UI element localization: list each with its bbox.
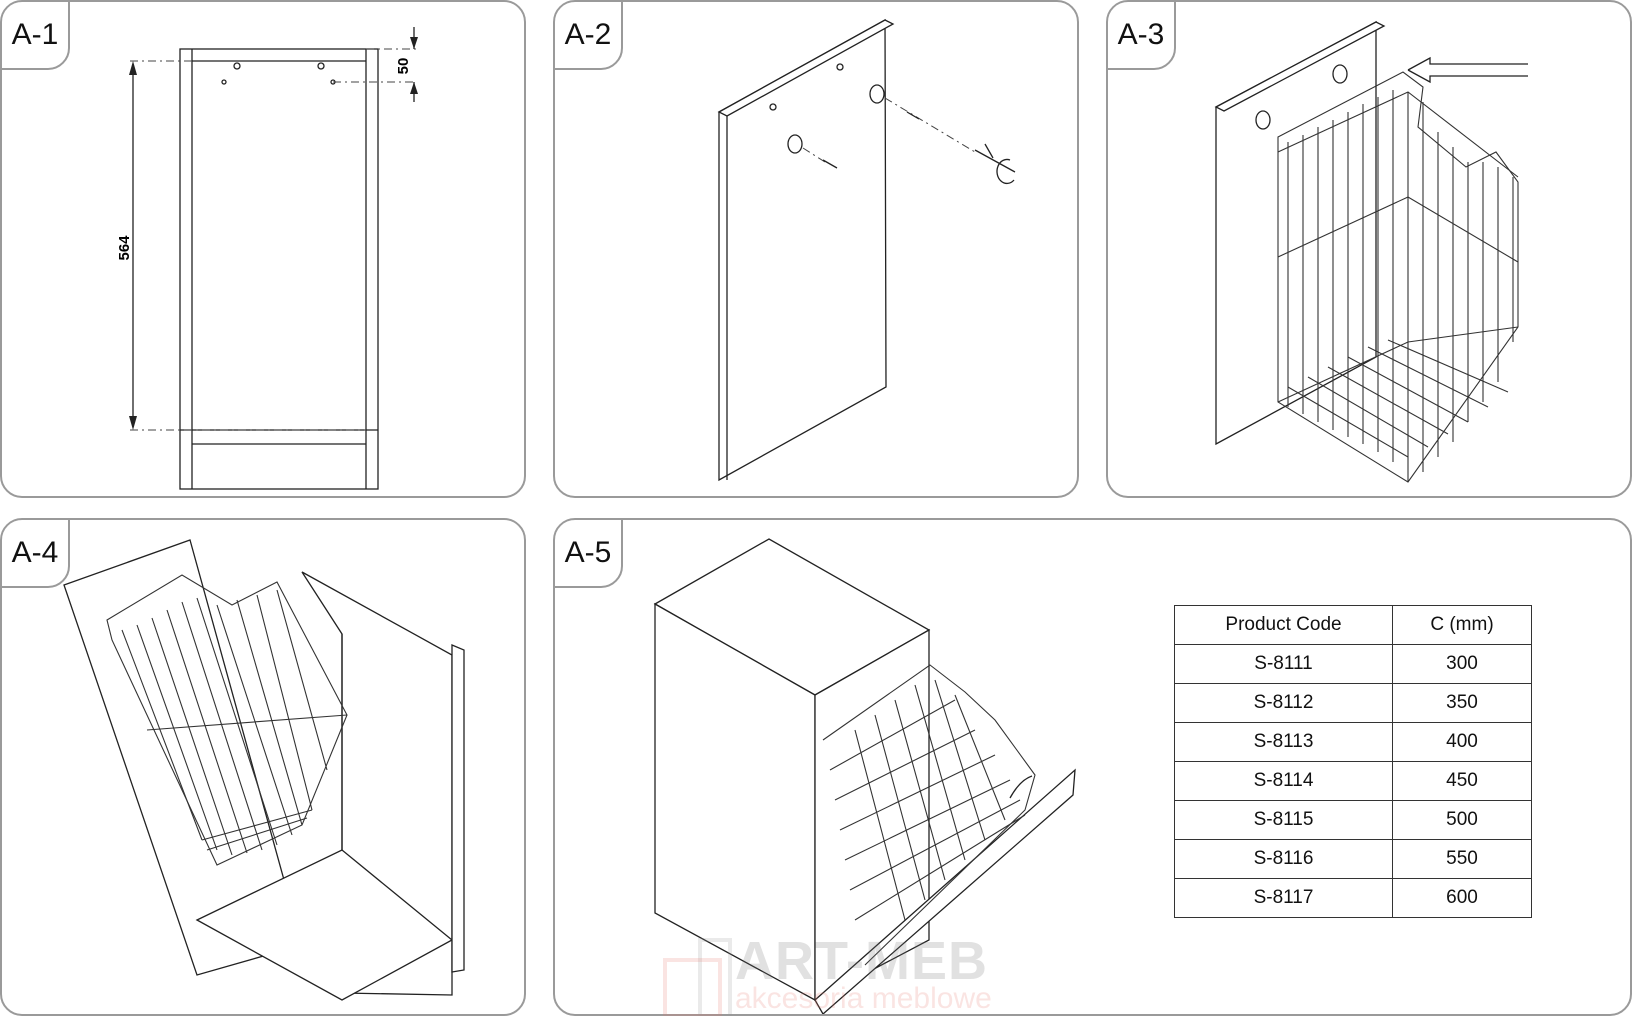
rotate-arrow-icon — [996, 158, 1015, 185]
panel-a3: A-3 — [1106, 0, 1632, 498]
panel-a2: A-2 — [553, 0, 1079, 498]
wire-basket — [822, 664, 1036, 966]
step-label: A-4 — [2, 520, 70, 588]
wire-basket — [1277, 71, 1519, 483]
dimension-c: 350 — [1392, 683, 1532, 723]
product-code: S-8115 — [1174, 800, 1393, 840]
step-label: A-5 — [555, 520, 623, 588]
step-label: A-2 — [555, 2, 623, 70]
wire-basket — [106, 574, 348, 866]
dimension-c: 300 — [1392, 644, 1532, 684]
cabinet-front-drawing: 564 50 — [116, 27, 418, 490]
panel-a4: A-4 — [0, 518, 526, 1016]
product-code: S-8117 — [1174, 878, 1393, 918]
product-code: S-8111 — [1174, 644, 1393, 684]
header-c-mm: C (mm) — [1392, 605, 1532, 645]
header-product-code: Product Code — [1174, 605, 1393, 645]
step-label: A-1 — [2, 2, 70, 70]
dimension-height: 564 — [116, 235, 133, 261]
screwdriver-icon — [974, 143, 1016, 173]
hinge-bushing — [787, 134, 803, 154]
basket-mounting-drawing — [1214, 20, 1528, 483]
dimension-c: 500 — [1392, 800, 1532, 840]
product-code: S-8116 — [1174, 839, 1393, 879]
handle-icon — [1009, 775, 1033, 799]
dimension-offset: 50 — [395, 58, 412, 75]
door-panel-hinge-drawing — [717, 18, 1016, 482]
dimension-c: 400 — [1392, 722, 1532, 762]
dimension-c: 550 — [1392, 839, 1532, 879]
dimension-c: 600 — [1392, 878, 1532, 918]
product-code: S-8112 — [1174, 683, 1393, 723]
panel-a1: A-1 564 50 — [0, 0, 526, 498]
product-code: S-8113 — [1174, 722, 1393, 762]
product-code: S-8114 — [1174, 761, 1393, 801]
step-label: A-3 — [1108, 2, 1176, 70]
cabinet-with-tilt-out-basket-drawing — [653, 538, 1076, 1014]
table-header-row: Product Code C (mm) — [1174, 605, 1532, 645]
hinge-bushing — [869, 84, 885, 104]
dimension-c: 450 — [1392, 761, 1532, 801]
basket-tilted-in-cabinet-drawing — [63, 539, 465, 1001]
direction-arrow-icon — [1407, 56, 1528, 84]
